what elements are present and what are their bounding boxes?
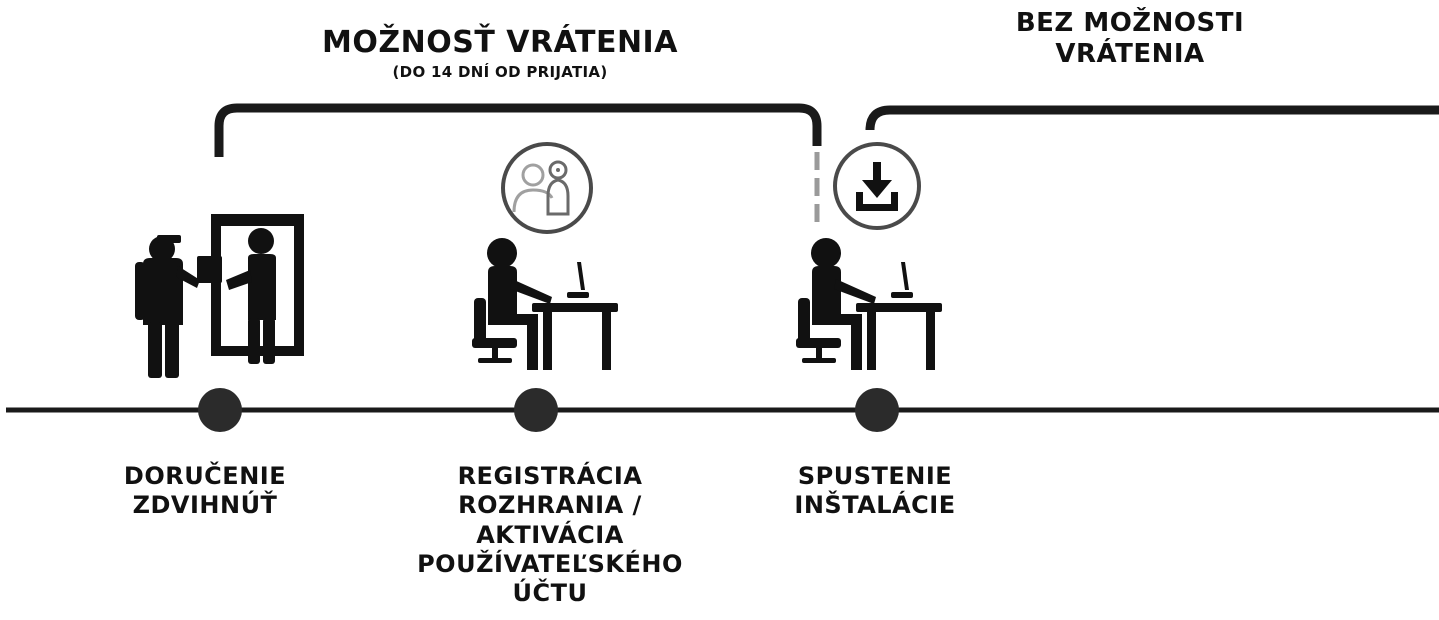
returnable-note: (DO 14 DNÍ OD PRIJATIA) (392, 63, 608, 81)
step-label-line: ÚČTU (512, 579, 588, 608)
step-label-line: POUŽÍVATEĽSKÉHO (417, 549, 683, 578)
non-returnable-line: VRÁTENIA (1055, 39, 1205, 70)
returnable-title: MOŽNOSŤ VRÁTENIA (322, 25, 678, 60)
user-at-desk-icon (472, 238, 618, 370)
user-profile-icon (512, 160, 570, 216)
returnable-bracket (214, 103, 822, 157)
step-label-line: REGISTRÁCIA (457, 462, 643, 490)
step-label-installation: SPUSTENIE INŠTALÁCIE (740, 462, 1010, 521)
download-icon (856, 162, 898, 211)
step-label-delivery: DORUČENIE ZDVIHNÚŤ (95, 462, 315, 521)
user-profile-badge (501, 142, 593, 234)
non-returnable-line: BEZ MOŽNOSTI (1015, 8, 1245, 38)
timeline-node-3 (855, 388, 899, 432)
non-returnable-bracket (865, 105, 1439, 131)
step-label-line: ROZHRANIA / (458, 491, 642, 520)
delivery-person-icon (135, 214, 304, 378)
step-label-registration: REGISTRÁCIA ROZHRANIA / AKTIVÁCIA POUŽÍV… (395, 462, 705, 608)
non-returnable-title: BEZ MOŽNOSTI VRÁTENIA (960, 8, 1300, 70)
step-label-line: DORUČENIE (123, 462, 287, 490)
download-badge (833, 142, 921, 230)
step-label-line: ZDVIHNÚŤ (132, 491, 278, 520)
user-at-desk-icon (796, 238, 942, 370)
timeline-node-1 (198, 388, 242, 432)
step-label-line: AKTIVÁCIA (476, 520, 624, 549)
timeline-node-2 (514, 388, 558, 432)
step-label-line: INŠTALÁCIE (794, 491, 956, 520)
step-label-line: SPUSTENIE (797, 462, 953, 490)
